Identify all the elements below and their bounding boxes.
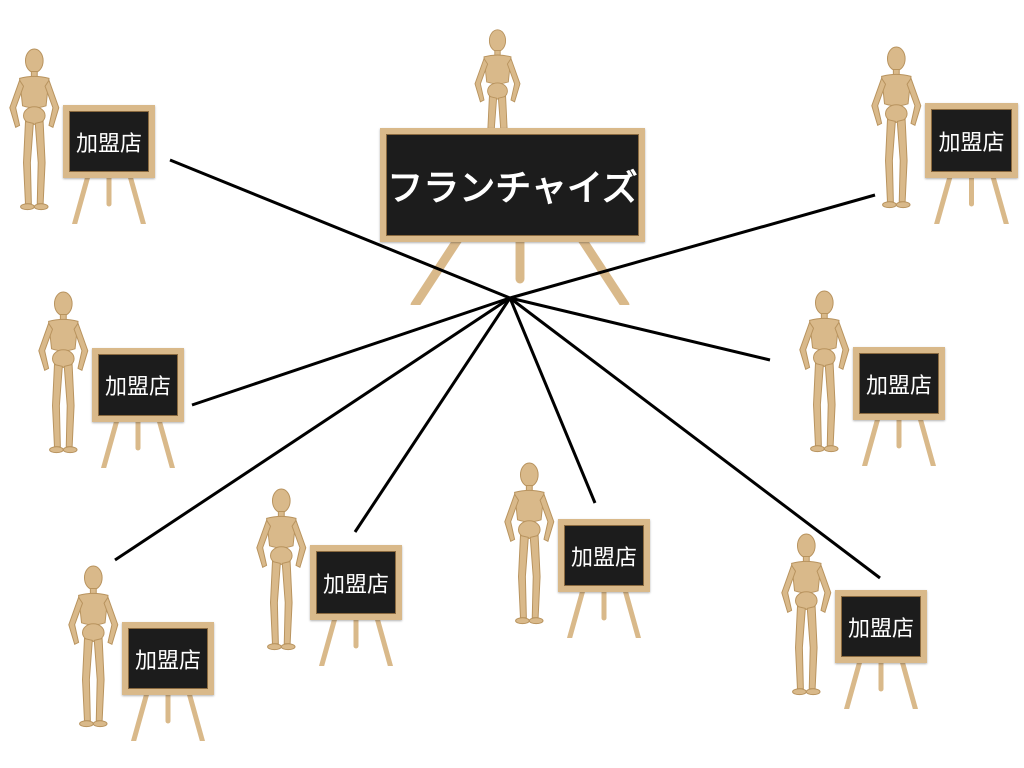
member-mannequin [68,565,119,728]
board-label: 加盟店 [104,375,171,400]
board-label: 加盟店 [322,572,389,598]
member-easel [72,174,146,224]
board-label: 加盟店 [134,648,201,674]
member-easel [862,416,936,466]
blackboard: 加盟店 [92,348,184,422]
connection-line [353,297,512,533]
member-mannequin [38,291,89,454]
member-easel [131,691,205,741]
member-easel [101,418,175,468]
connection-line [509,296,881,580]
board-label: 加盟店 [75,131,142,157]
member-mannequin [9,48,60,211]
member-mannequin [799,290,850,453]
member-mannequin [871,46,922,209]
board-label: 加盟店 [865,373,932,399]
connection-line [509,296,771,362]
blackboard: 加盟店 [63,105,155,178]
board-label: 加盟店 [938,130,1005,156]
member-mannequin [504,462,555,625]
member-easel [567,588,641,638]
board-label: 加盟店 [570,545,637,571]
blackboard: 加盟店 [558,519,650,592]
member-easel [934,174,1009,224]
connection-line [114,296,511,562]
blackboard: 加盟店 [925,103,1018,178]
blackboard: 加盟店 [853,347,945,420]
member-mannequin [781,533,832,696]
member-mannequin [256,488,307,651]
connection-line [509,193,876,300]
board-label: フランチャイズ [387,167,638,209]
connection-line [191,296,511,407]
board-label: 加盟店 [847,616,914,642]
blackboard: 加盟店 [835,590,927,663]
member-easel [319,616,393,666]
connection-line [508,297,597,504]
blackboard: フランチャイズ [380,128,645,242]
blackboard: 加盟店 [310,545,402,620]
connection-line [169,158,511,300]
blackboard: 加盟店 [122,622,214,695]
member-easel [844,659,918,709]
